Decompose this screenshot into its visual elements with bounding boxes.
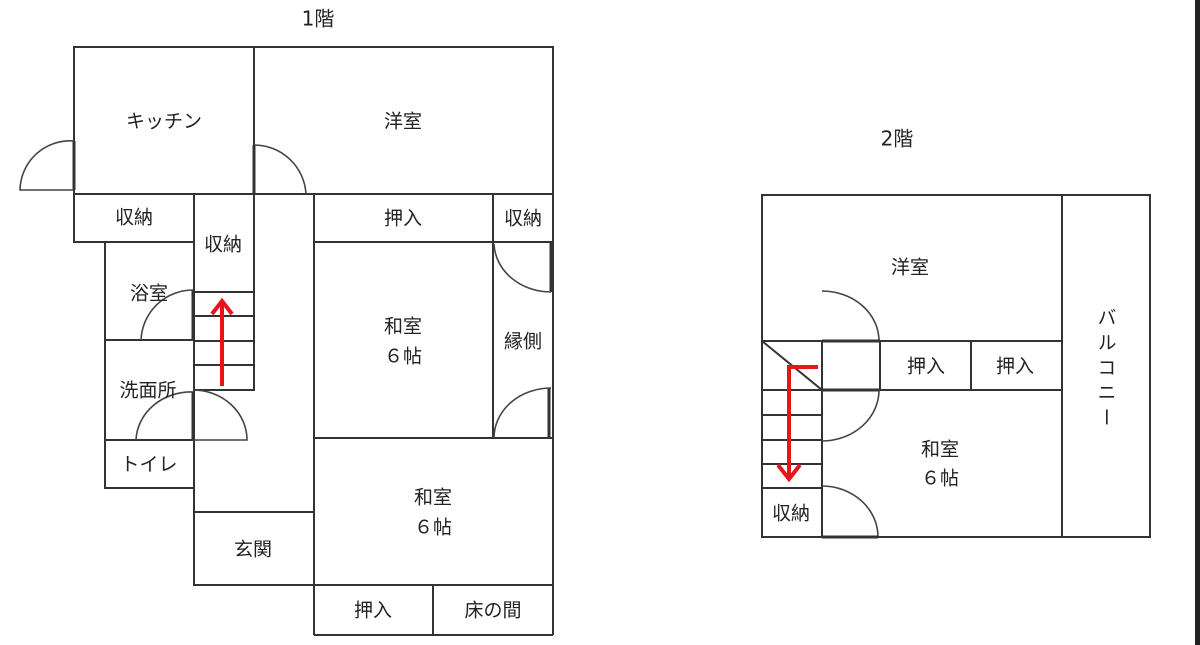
room-label-western-room-2f: 洋室: [891, 257, 929, 279]
floor-1-title: 1階: [302, 7, 335, 31]
room-label-japanese-room-upper: 和室: [384, 316, 422, 338]
door-kitchen-exterior[interactable]: [19, 140, 76, 191]
window-edge: [1195, 0, 1200, 645]
room-label-washroom: 洗面所: [119, 380, 176, 402]
floor-2-plan: 2階 洋室 押入: [761, 127, 1151, 539]
entrance-outline: [193, 511, 315, 586]
door-bath[interactable]: [140, 289, 195, 341]
room-label-storage-2f: 収納: [772, 503, 810, 525]
stairs-2f: [761, 340, 823, 489]
room-label-storage-right: 収納: [504, 208, 542, 230]
room-label-balcony: バルコニー: [1095, 308, 1117, 433]
room-label-closet-1: 押入: [907, 356, 945, 378]
room-label-western-room: 洋室: [384, 111, 422, 133]
room-label-closet-top: 押入: [384, 208, 422, 230]
door-veranda-bottom[interactable]: [493, 387, 552, 439]
room-label-kitchen: キッチン: [126, 111, 202, 133]
floor-2-title: 2階: [881, 127, 914, 151]
room-label-veranda: 縁側: [504, 331, 542, 353]
room-label-entrance: 玄関: [234, 539, 272, 561]
room-label-storage-left: 収納: [115, 207, 153, 229]
door-western-room[interactable]: [252, 144, 307, 195]
room-size-japanese-room-lower: ６帖: [414, 517, 452, 539]
door-veranda-top[interactable]: [493, 242, 553, 293]
door-western-room-2f[interactable]: [821, 290, 880, 343]
room-label-storage-stairs: 収納: [204, 234, 242, 256]
room-label-tokonoma: 床の間: [464, 600, 521, 622]
arrow-up-icon: [210, 297, 234, 386]
arrow-down-icon: [776, 365, 818, 483]
door-japanese-room-2f[interactable]: [821, 388, 880, 442]
room-label-japanese-room-lower: 和室: [414, 487, 452, 509]
room-label-bath: 浴室: [130, 283, 168, 305]
floor-2-outline: [761, 194, 1151, 538]
wet-area-outline: [104, 241, 195, 489]
room-label-toilet: トイレ: [120, 454, 177, 476]
floor-1-plan: 1階: [19, 7, 554, 636]
door-storage-2f[interactable]: [821, 485, 879, 539]
room-label-japanese-room-2f: 和室: [921, 439, 959, 461]
room-label-closet-2: 押入: [996, 356, 1034, 378]
room-label-closet-bottom: 押入: [354, 600, 392, 622]
room-size-japanese-room-upper: ６帖: [384, 346, 422, 368]
door-washroom[interactable]: [135, 389, 248, 441]
room-size-japanese-room-2f: ６帖: [921, 468, 959, 490]
